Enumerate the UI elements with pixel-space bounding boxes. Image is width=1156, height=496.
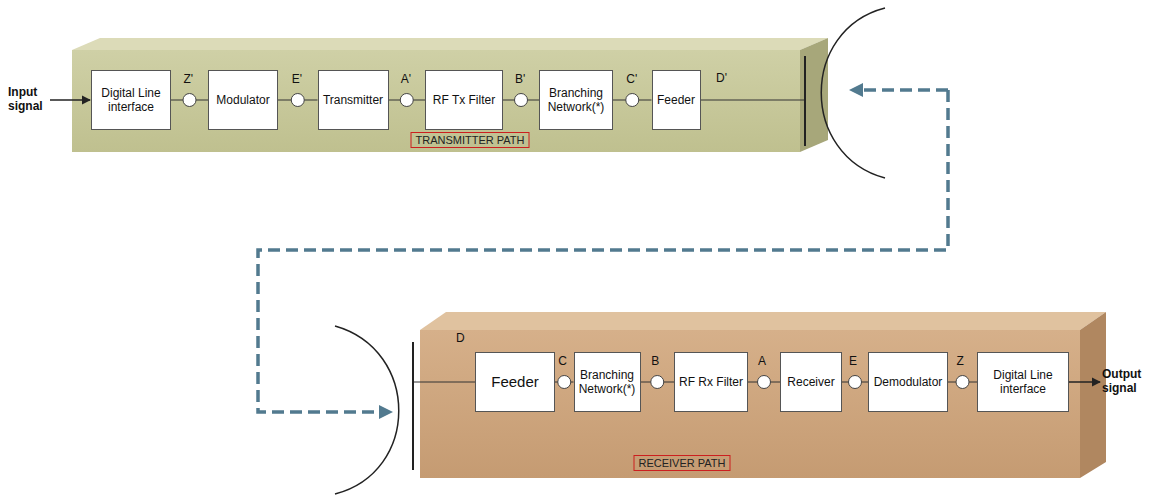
test-point <box>183 94 196 107</box>
point-label: C' <box>626 73 637 87</box>
process-box: Feeder <box>652 70 701 130</box>
box-label: Demodulator <box>874 375 943 389</box>
slab-top <box>72 38 828 50</box>
test-point <box>400 94 413 107</box>
process-box: Digital Line interface <box>91 70 171 130</box>
process-box: Demodulator <box>868 352 948 412</box>
signal-label: Input signal <box>8 86 52 114</box>
point-label: C <box>558 355 567 369</box>
process-box: Feeder <box>475 352 555 412</box>
box-label: Receiver <box>787 375 834 389</box>
point-label: A <box>758 355 766 369</box>
path-panel: RECEIVER PATH Feeder Branching Network(*) R… <box>420 330 1080 478</box>
box-label: RF Tx Filter <box>433 93 495 107</box>
path-title: TRANSMITTER PATH <box>411 132 530 148</box>
test-point <box>956 376 969 389</box>
process-box: Transmitter <box>318 70 389 130</box>
point-label: D <box>456 332 476 346</box>
point-label: Z' <box>184 73 194 87</box>
process-box: Receiver <box>780 352 842 412</box>
box-label: Digital Line interface <box>981 368 1065 397</box>
signal-label: Output signal <box>1102 368 1154 396</box>
antenna-feed <box>412 342 414 470</box>
point-label: A' <box>401 73 411 87</box>
test-point <box>626 94 639 107</box>
slab-front <box>420 330 1080 478</box>
slab-side <box>800 38 828 152</box>
antenna-dish <box>335 326 399 494</box>
test-point <box>515 94 528 107</box>
process-box: Digital Line interface <box>977 352 1069 412</box>
box-label: Digital Line interface <box>95 86 167 115</box>
path-title: RECEIVER PATH <box>634 455 731 471</box>
point-label: E <box>849 355 857 369</box>
box-label: Feeder <box>657 93 695 107</box>
test-point <box>849 376 862 389</box>
point-label: D' <box>716 72 736 86</box>
point-label: Z <box>957 355 964 369</box>
process-box: Modulator <box>208 70 278 130</box>
signal-arrow <box>50 99 90 100</box>
slab-top <box>420 312 1106 330</box>
radio-link <box>258 90 948 412</box>
box-label: Transmitter <box>323 93 383 107</box>
test-point <box>291 94 304 107</box>
box-label: Branching Network(*) <box>543 86 609 115</box>
process-box: RF Rx Filter <box>674 352 748 412</box>
antenna-dish <box>821 8 885 178</box>
slab-side <box>1080 312 1106 478</box>
box-label: RF Rx Filter <box>679 375 743 389</box>
point-label: B' <box>515 73 525 87</box>
antenna-feed <box>804 56 806 146</box>
slab-front <box>72 50 800 152</box>
path-panel: TRANSMITTER PATH Digital Line interface Mo… <box>72 50 800 152</box>
box-label: Branching Network(*) <box>578 368 637 397</box>
box-label: Feeder <box>491 373 539 391</box>
test-point <box>651 376 664 389</box>
box-label: Modulator <box>216 93 269 107</box>
process-box: RF Tx Filter <box>425 70 503 130</box>
test-point <box>758 376 771 389</box>
point-label: B <box>651 355 659 369</box>
test-point <box>558 376 571 389</box>
point-label: E' <box>292 73 302 87</box>
radio-link <box>856 88 948 92</box>
process-box: Branching Network(*) <box>539 70 613 130</box>
process-box: Branching Network(*) <box>574 352 641 412</box>
